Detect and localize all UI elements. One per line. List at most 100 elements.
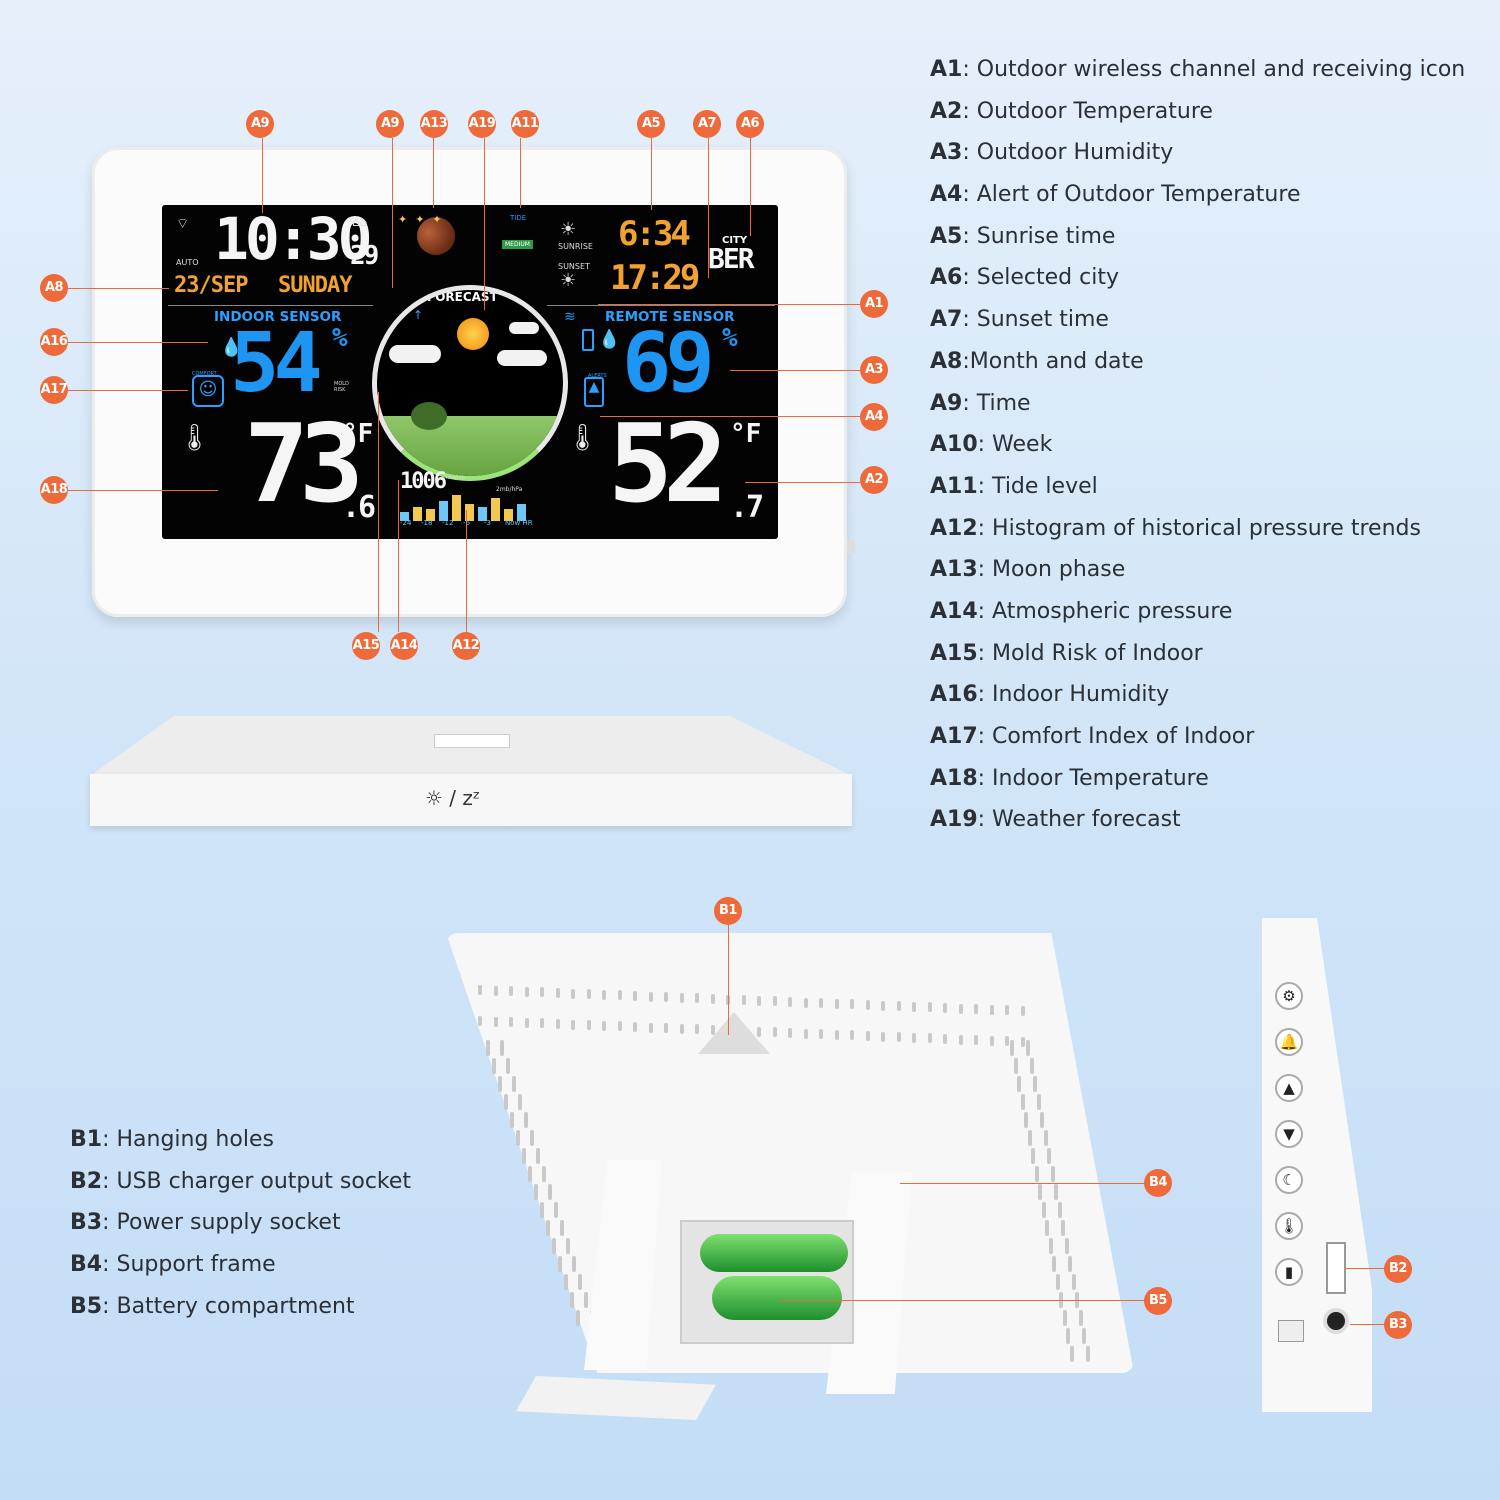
cloud-left-icon	[389, 345, 441, 363]
snooze-icon: ☾	[1282, 1171, 1296, 1189]
legend-a-row: A16: Indoor Humidity	[930, 677, 1490, 719]
lcd-screen: ⌔ AUTO 10:30 29 ⌂⌂ 23/SEP SUNDAY ✦✦✦ TID…	[162, 205, 778, 539]
stars-icon: ✦✦✦	[398, 213, 450, 226]
vent-hole	[695, 993, 699, 1004]
vent-hole	[1026, 1040, 1030, 1056]
vent-hole	[509, 1017, 513, 1028]
vent-hole	[1017, 1076, 1021, 1092]
alert-thermometer-icon: ▲	[584, 377, 604, 407]
weekday-display: SUNDAY	[278, 273, 352, 298]
vent-hole	[958, 1003, 963, 1014]
legend-text: :Month and date	[962, 348, 1144, 374]
legend-code: A5	[930, 223, 963, 249]
vent-hole	[912, 1001, 916, 1012]
vent-hole	[1005, 1005, 1009, 1016]
vent-hole	[586, 989, 591, 1000]
vent-hole	[989, 1035, 994, 1046]
vent-hole	[1029, 1058, 1034, 1074]
histogram-scale: 2mb/hPa	[496, 486, 523, 493]
vent-hole	[943, 1034, 947, 1044]
vent-hole	[679, 1023, 684, 1034]
down-button[interactable]: ▼	[1275, 1120, 1303, 1148]
humidity-drop-icon: 💧	[598, 329, 621, 350]
legend-b-row: B3: Power supply socket	[70, 1205, 450, 1247]
vent-hole	[834, 1029, 839, 1040]
indoor-humidity-unit: %	[332, 323, 348, 353]
legend-a-row: A3: Outdoor Humidity	[930, 135, 1490, 177]
vent-hole	[1020, 1037, 1025, 1047]
pressure-unit: hPa/mb	[446, 475, 465, 481]
indoor-temperature-unit: °F	[342, 419, 374, 449]
legend-text: : Moon phase	[977, 557, 1126, 583]
legend-text: : Tide level	[977, 473, 1098, 499]
vent-hole	[534, 1184, 538, 1200]
gear-button[interactable]: ⚙	[1275, 982, 1303, 1010]
vent-hole	[1085, 1346, 1090, 1362]
histogram-bar	[465, 504, 474, 521]
side-switch[interactable]	[1278, 1320, 1304, 1342]
forecast-label: FORECAST	[427, 290, 498, 304]
legend-code: A6	[930, 265, 963, 291]
legend-text: : Comfort Index of Indoor	[977, 724, 1255, 749]
leader-line	[398, 480, 399, 632]
light-snooze-button-label: ☼ / zᶻ	[425, 786, 481, 810]
vent-hole	[512, 1076, 516, 1092]
legend-code: A9	[930, 390, 963, 416]
vent-hole	[602, 989, 606, 1000]
leader-line	[651, 138, 652, 210]
alerts-label: ALERTS	[588, 373, 607, 379]
snooze-button[interactable]: ☾	[1275, 1166, 1303, 1194]
alarm-icon: ⌂⌂	[352, 215, 368, 229]
histogram-tick: -12	[442, 519, 454, 527]
vent-hole	[586, 1020, 591, 1031]
vent-hole	[772, 996, 777, 1007]
divider-right	[547, 305, 775, 306]
vent-hole	[617, 990, 622, 1001]
up-button[interactable]: ▲	[1275, 1074, 1303, 1102]
sunrise-time: 6:34	[618, 214, 691, 254]
legend-a: A1: Outdoor wireless channel and receivi…	[930, 52, 1490, 844]
vent-hole	[881, 1000, 885, 1011]
legend-text: : Week	[977, 432, 1053, 458]
vent-hole	[1050, 1166, 1055, 1182]
leader-line	[598, 304, 860, 305]
vent-hole	[850, 1030, 854, 1041]
legend-a-row: A6: Selected city	[930, 260, 1490, 302]
callout-badge-a3: A3	[860, 356, 888, 384]
legend-code: A19	[930, 807, 978, 833]
legend-code: A14	[930, 598, 978, 624]
vent-hole	[1027, 1130, 1032, 1146]
legend-b-row: B4: Support frame	[70, 1247, 450, 1289]
vent-hole	[617, 1021, 622, 1032]
callout-badge-a5: A5	[637, 110, 665, 138]
vent-hole	[1024, 1112, 1028, 1128]
time-display: 10:30	[214, 205, 373, 273]
legend-a-row: A8:Month and date	[930, 344, 1490, 386]
chart-button[interactable]: ▮	[1275, 1258, 1303, 1286]
vent-hole	[695, 1024, 699, 1035]
usb-socket[interactable]	[1326, 1242, 1346, 1294]
vent-hole	[819, 1029, 823, 1040]
leader-line	[68, 390, 188, 391]
vent-hole	[741, 995, 746, 1006]
legend-text: : Outdoor Humidity	[962, 140, 1174, 166]
legend-a-row: A15: Mold Risk of Indoor	[930, 636, 1490, 678]
leader-line	[68, 342, 208, 343]
vent-hole	[578, 1274, 582, 1290]
vent-hole	[958, 1034, 963, 1045]
bell-button[interactable]: 🔔	[1275, 1028, 1303, 1056]
vent-hole	[757, 995, 761, 1006]
thermometer-button[interactable]: 🌡	[1275, 1212, 1303, 1240]
leader-line	[392, 138, 393, 288]
vent-hole	[1043, 1130, 1048, 1146]
legend-code: A11	[930, 473, 978, 499]
vent-hole	[478, 985, 482, 995]
histogram-bar	[504, 509, 513, 521]
vent-hole	[478, 1016, 482, 1026]
legend-code: A8	[930, 348, 963, 374]
histogram-bar	[400, 512, 409, 521]
vent-hole	[524, 986, 529, 997]
auto-label: AUTO	[176, 258, 199, 267]
power-socket[interactable]	[1323, 1308, 1349, 1334]
